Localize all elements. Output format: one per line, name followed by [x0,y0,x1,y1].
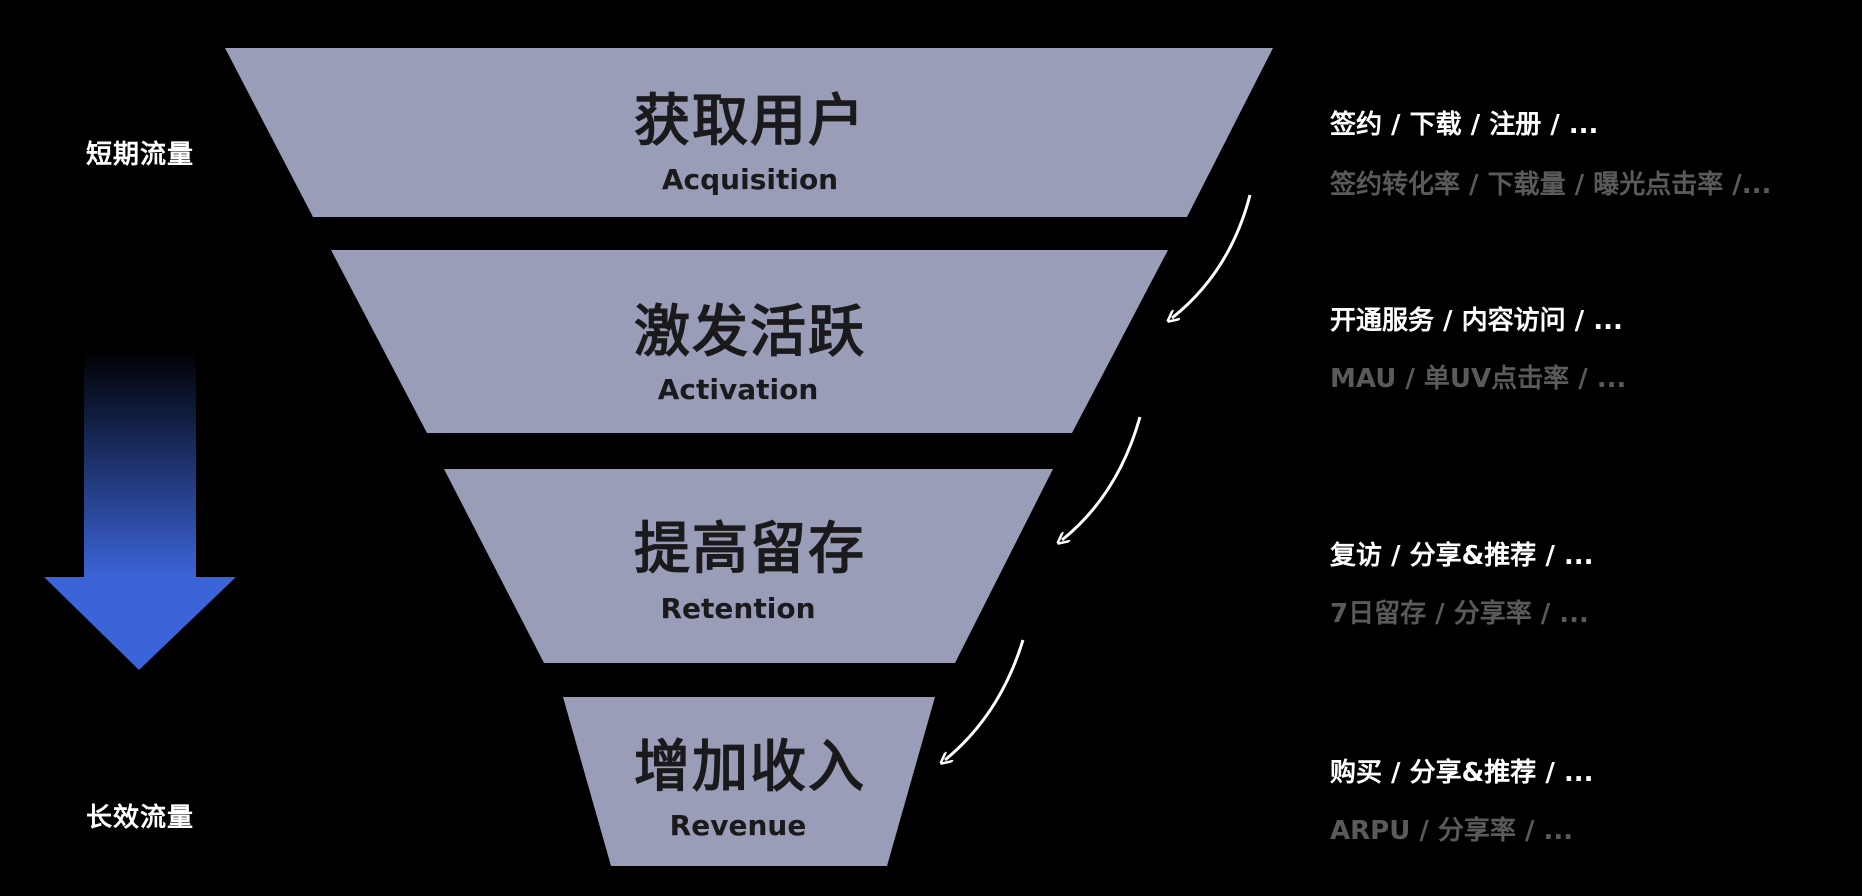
long-term-label: 长效流量 [85,803,194,833]
stage-title-retention: 提高留存 [634,517,866,582]
stage-title-acquisition: 获取用户 [634,89,866,154]
curved-arrow-icon [1172,194,1252,318]
primary-metrics-retention: 复访 / 分享&推荐 / ... [1330,541,1594,571]
secondary-metrics-revenue: ARPU / 分享率 / ... [1330,816,1574,846]
curved-arrow-icon [945,639,1025,760]
curved-arrow-icon [1062,416,1142,540]
secondary-metrics-retention: 7日留存 / 分享率 / ... [1330,599,1589,629]
stage-title-revenue: 增加收入 [634,735,866,800]
funnel-segment-revenue [563,697,935,866]
stage-subtitle-acquisition: Acquisition [661,163,839,196]
stage-subtitle-retention: Retention [660,592,816,625]
stage-title-activation: 激发活跃 [634,300,866,365]
funnel-segment-acquisition [225,48,1273,217]
stage-subtitle-activation: Activation [657,373,819,406]
funnel-segment-activation [331,250,1168,433]
primary-metrics-acquisition: 签约 / 下载 / 注册 / ... [1330,110,1599,140]
short-term-label: 短期流量 [85,140,194,170]
down-arrow-icon [44,350,236,670]
secondary-metrics-acquisition: 签约转化率 / 下载量 / 曝光点击率 /... [1330,170,1772,200]
primary-metrics-activation: 开通服务 / 内容访问 / ... [1330,306,1623,336]
secondary-metrics-activation: MAU / 单UV点击率 / ... [1330,364,1627,394]
funnel-segment-retention [444,469,1053,663]
stage-subtitle-revenue: Revenue [669,809,807,842]
primary-metrics-revenue: 购买 / 分享&推荐 / ... [1330,758,1594,788]
